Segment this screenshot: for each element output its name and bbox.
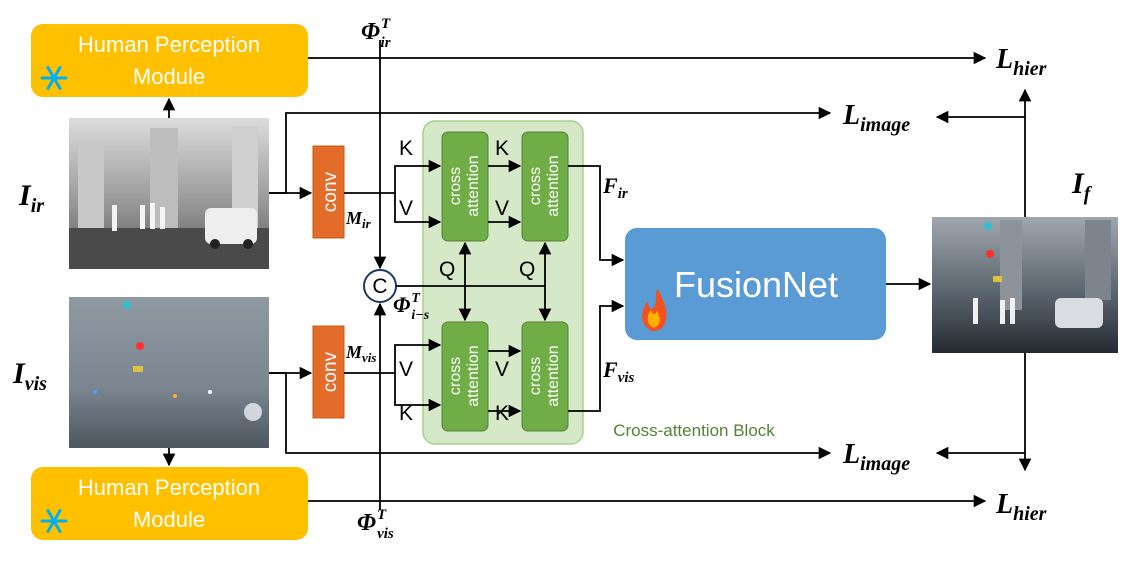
flame-icon: [642, 289, 667, 331]
m-vis-label: Mvis: [345, 342, 376, 365]
human-perception-module-bottom: Human Perception Module: [31, 467, 308, 540]
cross-attention-block-4: cross attention: [521, 321, 569, 432]
l-hier-top-label: Lhier: [995, 44, 1047, 80]
visible-image: [69, 297, 269, 448]
i-f-label: If: [1071, 167, 1093, 205]
conv-vis-block: conv: [312, 325, 345, 419]
v-label-3: V: [399, 358, 413, 381]
fusionnet-label: FusionNet: [674, 264, 838, 305]
q-label-2: Q: [519, 258, 535, 281]
v-label-4: V: [495, 358, 509, 381]
cross-attention-block-label: Cross-attention Block: [613, 421, 775, 440]
cross-attention-block-2: cross attention: [521, 131, 569, 242]
infrared-image: [69, 118, 269, 269]
hpm-bottom-line1: Human Perception: [78, 475, 260, 500]
l-image-top-label: Limage: [842, 100, 910, 136]
fused-image: [932, 217, 1118, 353]
conv-ir-block: conv: [312, 145, 345, 239]
svg-text:attention: attention: [465, 345, 482, 406]
k-label-3: K: [399, 402, 413, 425]
hpm-top-line1: Human Perception: [78, 32, 260, 57]
f-vis-label: Fvis: [602, 357, 635, 386]
i-vis-label: Ivis: [12, 357, 47, 395]
svg-text:attention: attention: [465, 155, 482, 216]
hpm-top-line2: Module: [133, 64, 205, 89]
svg-text:cross: cross: [447, 167, 464, 205]
f-ir-label: Fir: [602, 173, 628, 202]
l-hier-bottom-label: Lhier: [995, 489, 1047, 525]
svg-text:attention: attention: [545, 345, 562, 406]
v-label-2: V: [495, 197, 509, 220]
cross-attention-block-1: cross attention: [441, 131, 489, 242]
conv-ir-label: conv: [320, 171, 341, 212]
fusionnet-block: FusionNet: [625, 228, 886, 340]
v-label-1: V: [399, 197, 413, 220]
l-image-bottom-label: Limage: [842, 439, 910, 475]
hpm-bottom-line2: Module: [133, 507, 205, 532]
concat-label: C: [372, 275, 387, 298]
conv-vis-label: conv: [320, 351, 341, 392]
k-label-4: K: [495, 402, 509, 425]
connections: [162, 40, 1032, 510]
k-label-2: K: [495, 137, 509, 160]
svg-text:cross: cross: [527, 167, 544, 205]
snowflake-icon: [40, 66, 68, 90]
svg-text:cross: cross: [447, 357, 464, 395]
svg-text:cross: cross: [527, 357, 544, 395]
svg-text:attention: attention: [545, 155, 562, 216]
m-ir-label: Mir: [345, 208, 372, 231]
k-label-1: K: [399, 137, 413, 160]
human-perception-module-top: Human Perception Module: [31, 24, 308, 97]
q-label-1: Q: [439, 258, 455, 281]
i-ir-label: Iir: [18, 179, 44, 217]
snowflake-icon: [40, 509, 68, 533]
cross-attention-block-3: cross attention: [441, 321, 489, 432]
